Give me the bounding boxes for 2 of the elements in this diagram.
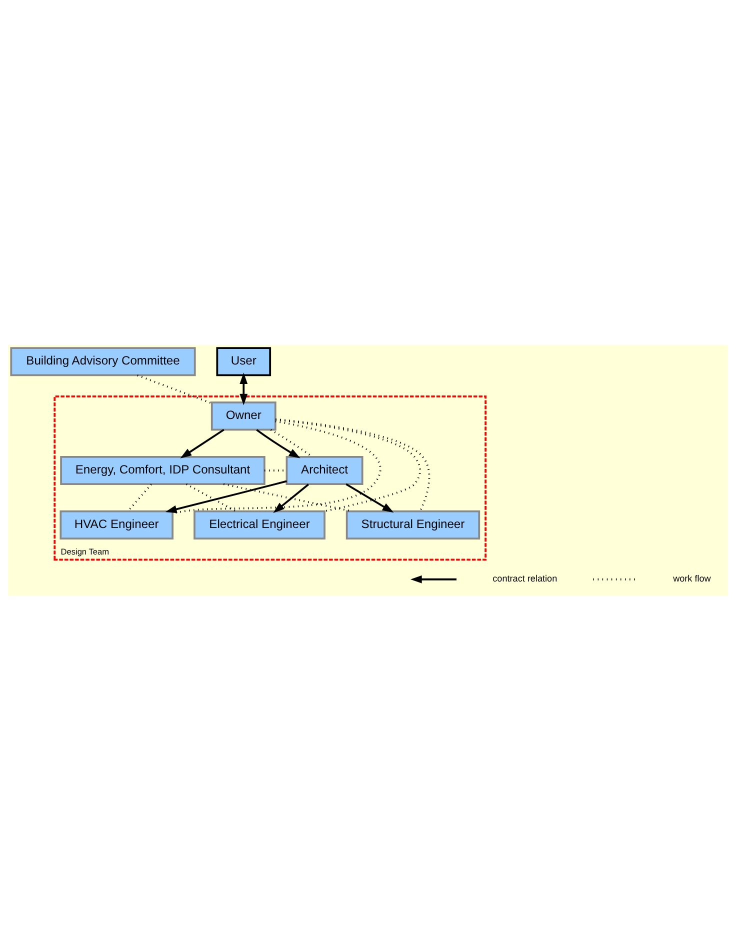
legend-label: work flow [673,573,711,584]
legend-label: contract relation [492,573,558,584]
